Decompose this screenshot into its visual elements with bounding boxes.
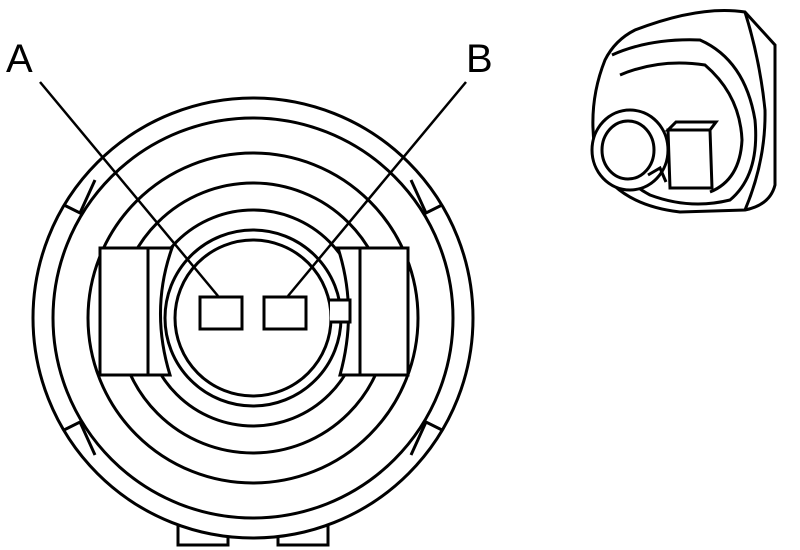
ring-notch-upper-right bbox=[409, 179, 443, 216]
latch-block-right bbox=[358, 246, 410, 377]
key-tab-top bbox=[664, 120, 719, 132]
leader-line-a bbox=[39, 81, 219, 297]
socket-lip bbox=[647, 165, 668, 183]
key-tab bbox=[666, 128, 714, 190]
label-a: A bbox=[6, 37, 33, 81]
body-inner-face bbox=[619, 61, 744, 194]
connector-3d-view bbox=[590, 9, 777, 214]
terminal-a bbox=[198, 295, 244, 331]
label-b: B bbox=[466, 37, 493, 81]
terminal-b bbox=[262, 295, 308, 331]
latch-block-left-wedge bbox=[146, 246, 175, 377]
body-front-face bbox=[604, 38, 758, 206]
connector-front-view: A B bbox=[6, 37, 493, 547]
leader-line-b bbox=[287, 81, 467, 297]
shell-ring-inner bbox=[51, 116, 455, 520]
latch-block-left bbox=[98, 246, 150, 377]
socket-inner bbox=[600, 119, 656, 181]
ring-notch-lower-right bbox=[409, 419, 443, 456]
ring-notch-upper-left bbox=[63, 179, 97, 216]
key-notch bbox=[330, 298, 352, 324]
ring-notch-lower-left bbox=[63, 419, 97, 456]
seal-ring-1 bbox=[86, 151, 420, 485]
outer-shell bbox=[31, 96, 475, 540]
body-edge-line bbox=[743, 11, 767, 211]
